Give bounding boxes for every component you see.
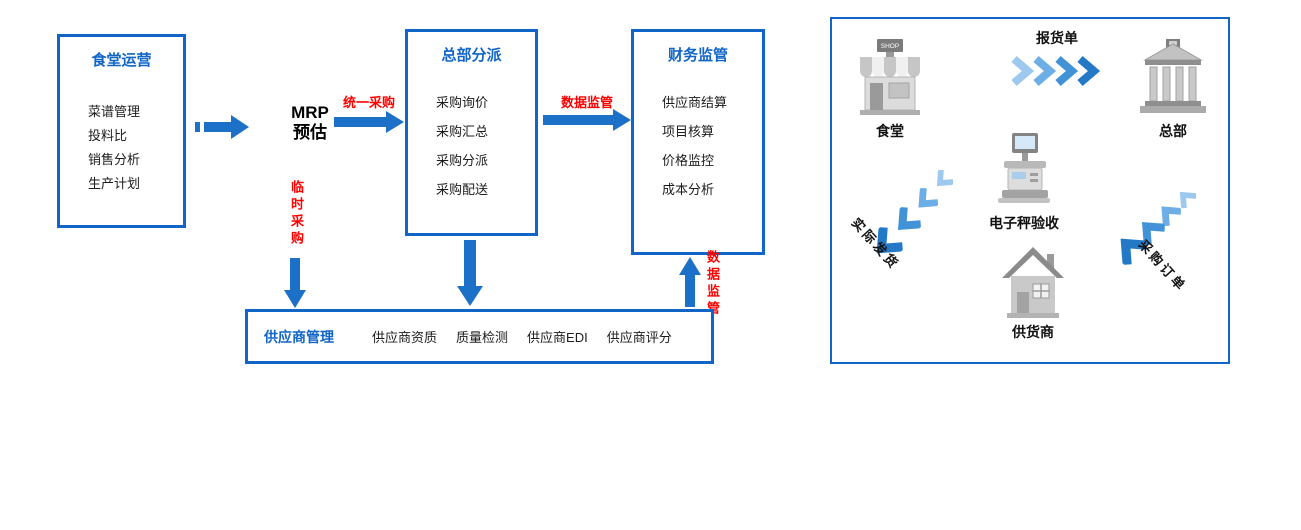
supplier-management-box: 供应商管理 供应商资质 质量检测 供应商EDI 供应商评分 (245, 309, 714, 364)
purchase-order-chevron-icon (1161, 206, 1182, 227)
canteen-operations-box: 食堂运营 菜谱管理 投料比 销售分析 生产计划 (57, 34, 186, 228)
arrow-mrp-to-supplier-icon (284, 258, 306, 308)
scale-node-label: 电子秤验收 (989, 215, 1059, 231)
supplier-box-title: 供应商管理 (264, 328, 334, 345)
mrp-line1: MRP (291, 103, 329, 122)
actual-shipment-chevron-icon (936, 169, 954, 187)
dispatch-box-item: 采购配送 (436, 182, 489, 197)
actual-shipment-chevron-icon (918, 187, 939, 208)
actual-shipment-chevron-icon (876, 227, 903, 254)
goods-report-label: 报货单 (1036, 30, 1078, 46)
supplier-box-item: 供应商评分 (606, 330, 672, 345)
headquarters-building-icon (1140, 39, 1206, 113)
finance-box-item: 价格监控 (662, 153, 715, 168)
network-panel: SHOP 食堂 报货单 (830, 17, 1230, 364)
unified-purchase-label: 统一采购 (342, 95, 395, 110)
supplier-node-label: 供货商 (1012, 324, 1054, 340)
arrow-supplier-to-finance-icon (679, 257, 701, 307)
canteen-shop-icon: SHOP (860, 39, 920, 115)
supplier-box-item: 供应商EDI (527, 330, 588, 345)
dispatch-box-item: 采购分派 (436, 153, 489, 168)
canteen-box-item: 生产计划 (88, 176, 141, 191)
goods-report-chevrons-icon (1011, 55, 1101, 87)
arrow-dispatch-to-finance-icon (543, 109, 631, 131)
arrow-canteen-to-mrp-icon (195, 115, 249, 139)
mrp-line2: 预估 (293, 123, 327, 143)
data-supervision-side-label: 数据监管 (705, 250, 720, 318)
finance-supervision-box: 财务监管 供应商结算 项目核算 价格监控 成本分析 (631, 29, 765, 255)
hq-dispatch-box: 总部分派 采购询价 采购汇总 采购分派 采购配送 (405, 29, 538, 236)
data-supervision-top-label: 数据监管 (560, 95, 613, 110)
mrp-forecast-label: MRP 预估 (276, 103, 344, 144)
headquarters-node-label: 总部 (1159, 123, 1187, 139)
dispatch-box-item: 采购汇总 (436, 124, 489, 139)
supplier-house-icon (1002, 247, 1064, 318)
purchase-order-chevron-icon (1141, 221, 1166, 246)
arrow-mrp-to-dispatch-icon (334, 111, 404, 133)
finance-box-title: 财务监管 (667, 47, 728, 64)
electronic-scale-icon (998, 133, 1050, 203)
supplier-box-item: 质量检测 (456, 330, 509, 345)
canteen-node-label: 食堂 (876, 123, 904, 139)
finance-box-item: 项目核算 (662, 124, 715, 139)
dispatch-box-item: 采购询价 (436, 95, 489, 110)
arrow-dispatch-to-supplier-icon (457, 240, 483, 306)
shop-sign-text: SHOP (881, 43, 899, 50)
temporary-purchase-label: 临时采购 (289, 180, 304, 248)
canteen-box-item: 销售分析 (88, 152, 141, 167)
purchase-order-chevron-icon (1120, 238, 1147, 265)
purchase-order-label: 采购订单 (1135, 237, 1190, 295)
supplier-box-item: 供应商资质 (372, 330, 438, 345)
dispatch-box-title: 总部分派 (441, 47, 502, 64)
finance-box-item: 供应商结算 (662, 95, 728, 110)
actual-shipment-chevron-icon (897, 206, 922, 231)
purchase-order-chevron-icon (1179, 191, 1197, 209)
canteen-box-item: 菜谱管理 (88, 104, 141, 119)
canteen-box-item: 投料比 (88, 128, 128, 143)
finance-box-item: 成本分析 (662, 182, 715, 197)
canteen-box-title: 食堂运营 (91, 52, 152, 69)
